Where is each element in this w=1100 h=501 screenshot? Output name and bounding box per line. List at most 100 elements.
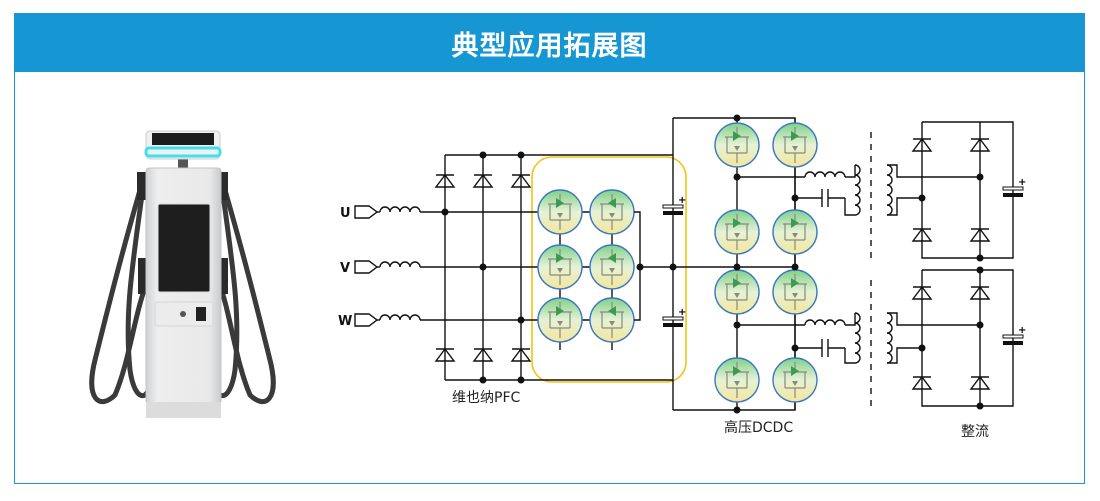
cap-plate [1002, 186, 1024, 191]
diode-icon [434, 347, 456, 362]
switch-arrow [734, 233, 740, 238]
cap-plates [821, 189, 829, 207]
inductor-coil [804, 319, 846, 326]
switch-diode [608, 253, 616, 263]
mosfet-switch-icon [772, 209, 818, 255]
junction-dot [918, 344, 926, 352]
junction-dot [733, 263, 741, 271]
capacitor-icon [821, 189, 829, 207]
junction-dot [517, 316, 525, 324]
diode-icon [911, 137, 933, 152]
plus-sign: + [678, 195, 686, 206]
phase-v-label: V [340, 261, 350, 276]
switch-circle [537, 244, 583, 290]
switch-diode [608, 198, 616, 208]
cap-plates [821, 339, 829, 357]
junction-dot [918, 194, 926, 202]
switch-circle [537, 297, 583, 343]
switch-diode [791, 366, 799, 376]
junction-dot [976, 402, 984, 410]
switch-circle [772, 122, 818, 168]
capacitor-icon: + [662, 307, 686, 327]
switch-arrow [609, 321, 615, 326]
led-ring [144, 146, 222, 158]
diode-icon [434, 173, 456, 188]
junction-dot [976, 254, 984, 262]
switch-diode [733, 218, 741, 228]
phase-u-label: U [340, 206, 351, 221]
switch-arrow [734, 293, 740, 298]
switch-diode [791, 278, 799, 288]
switch-arrow [557, 268, 563, 273]
junction-dot [976, 266, 984, 274]
switch-diode [791, 131, 799, 141]
diode-shape [969, 375, 991, 390]
diode-icon [472, 347, 494, 362]
mosfet-switch-icon [714, 209, 760, 255]
diode-icon [510, 173, 532, 188]
diode-shape [969, 137, 991, 152]
plus-sign: + [1018, 325, 1026, 336]
mosfet-switch-icon [714, 122, 760, 168]
diode-icon [969, 137, 991, 152]
switch-arrow [609, 268, 615, 273]
mosfet-switch-icon [772, 122, 818, 168]
switch-circle [714, 209, 760, 255]
switch-diode [556, 253, 564, 263]
switch-arrow [734, 146, 740, 151]
mosfet-switch-icon [772, 269, 818, 315]
cap-plate [663, 211, 683, 215]
wire [921, 121, 1014, 259]
switch-diode [733, 278, 741, 288]
switch-arrow [609, 213, 615, 218]
switch-circle [772, 357, 818, 403]
header-bar: 典型应用拓展图 [15, 14, 1084, 72]
switch-arrow [792, 293, 798, 298]
cap-plate [662, 316, 684, 321]
diode-icon [969, 285, 991, 300]
cap-plate [662, 204, 684, 209]
junction-dot [976, 173, 984, 181]
switch-arrow [734, 381, 740, 386]
page-title: 典型应用拓展图 [451, 30, 648, 62]
inductor-coil [854, 312, 861, 364]
pfc-label: 维也纳PFC [452, 390, 520, 406]
input-terminal [354, 313, 379, 327]
junction-dot [479, 263, 487, 271]
charger-base [146, 402, 221, 418]
phase-w-label: W [338, 314, 352, 329]
dcdc-label: 高压DCDC [724, 419, 793, 436]
diode-icon [472, 173, 494, 188]
mosfet-switch-icon [537, 297, 583, 343]
switch-diode [556, 198, 564, 208]
junction-dot [733, 406, 741, 414]
diode-shape [434, 173, 456, 188]
diode-shape [911, 227, 933, 242]
card-reader [196, 307, 206, 321]
inductor-coil [379, 261, 421, 268]
diode-shape [510, 347, 532, 362]
switch-circle [589, 244, 635, 290]
capacitor-icon: + [1002, 177, 1026, 197]
mosfet-switch-icon [772, 357, 818, 403]
cap-plate [1003, 341, 1023, 345]
junction-dot [517, 376, 525, 384]
switch-arrow [792, 381, 798, 386]
inductor-coil [886, 312, 893, 364]
mosfet-switch-icon [589, 297, 635, 343]
input-terminal [354, 260, 379, 274]
wire [887, 197, 922, 216]
capacitor-icon: + [662, 195, 686, 215]
cap-plate [1002, 334, 1024, 339]
sign-pole [178, 155, 188, 173]
switch-diode [556, 306, 564, 316]
diode-shape [472, 173, 494, 188]
wire [887, 312, 980, 326]
cap-plate [663, 323, 683, 327]
mosfet-switch-icon [537, 244, 583, 290]
mosfet-switch-icon [714, 269, 760, 315]
wire [844, 348, 855, 364]
content-frame: 典型应用拓展图 [14, 13, 1085, 484]
